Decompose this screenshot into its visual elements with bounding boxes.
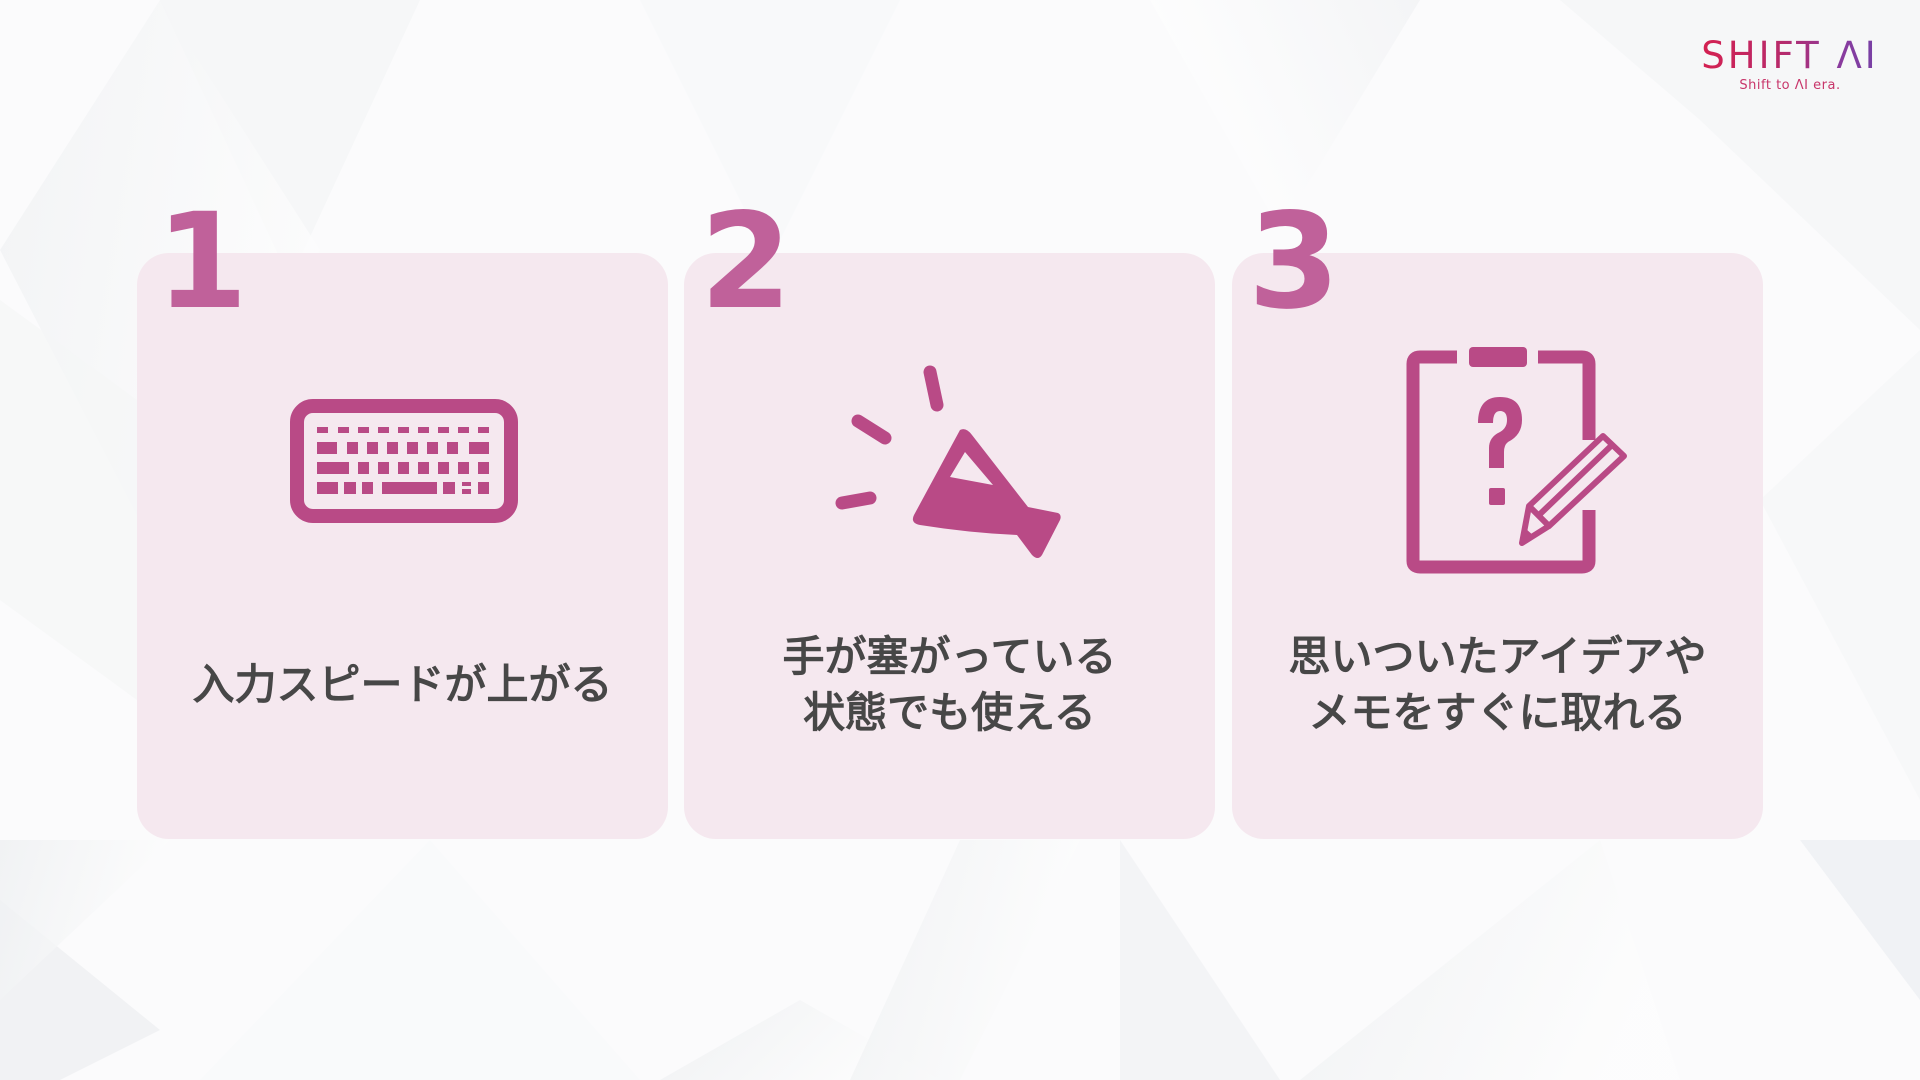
feature-card-1-line-1: 入力スピードが上がる: [192, 660, 613, 709]
feature-number-3: 3: [1248, 185, 1340, 339]
feature-card-1-text: 入力スピードが上がる: [137, 657, 668, 713]
feature-card-2-text: 手が塞がっている 状態でも使える: [684, 629, 1215, 741]
feature-card-3-text: 思いついたアイデアや メモをすぐに取れる: [1232, 629, 1763, 741]
megaphone-icon: [835, 365, 1061, 558]
feature-card-3-line-2: メモをすぐに取れる: [1308, 688, 1687, 737]
feature-card-2-line-2: 状態でも使える: [803, 688, 1096, 737]
feature-card-2: 手が塞がっている 状態でも使える: [684, 253, 1215, 839]
shift-ai-logo: SHIFT ΛI Shift to ΛI era.: [1690, 36, 1890, 94]
clipboard-question-pencil-icon: [1406, 347, 1627, 574]
keyboard-icon: [290, 399, 518, 523]
logo-tagline: Shift to ΛI era.: [1739, 78, 1841, 93]
feature-card-1: 入力スピードが上がる: [137, 253, 668, 839]
feature-card-2-line-1: 手が塞がっている: [782, 632, 1117, 681]
logo-wordmark: SHIFT ΛI: [1690, 36, 1890, 76]
feature-card-3-line-1: 思いついたアイデアや: [1288, 632, 1707, 681]
feature-number-2: 2: [700, 185, 792, 339]
feature-number-1: 1: [156, 185, 248, 339]
